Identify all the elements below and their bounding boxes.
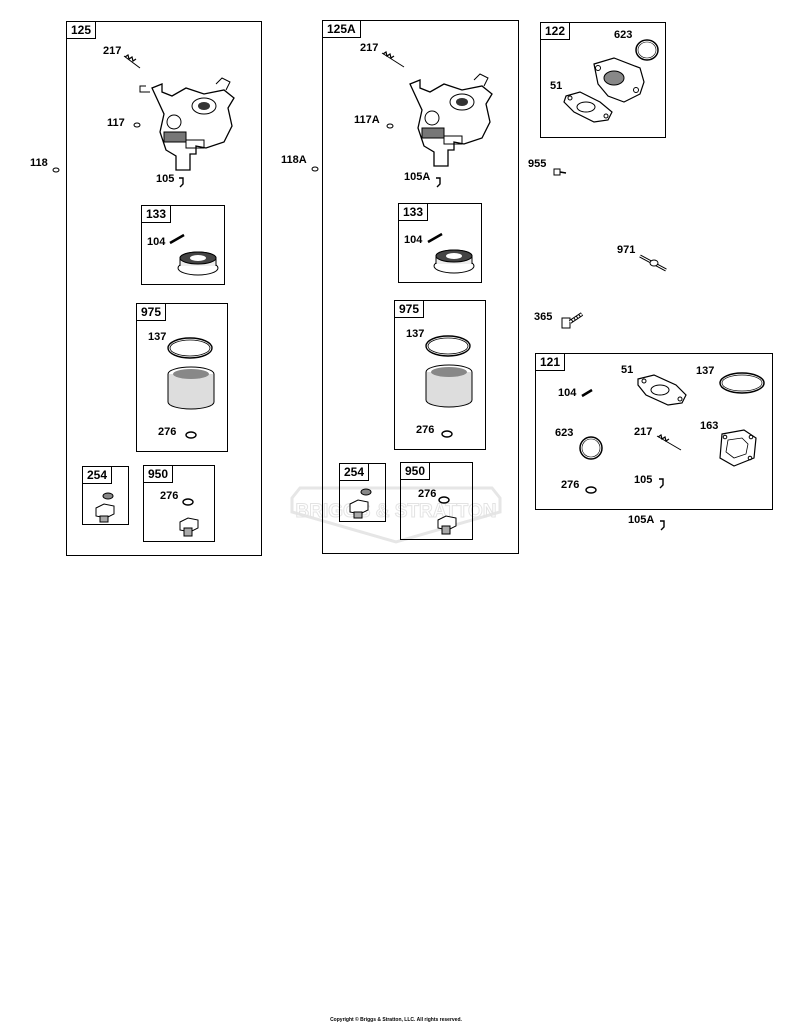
- label-276-kit950: 276: [160, 490, 179, 502]
- carburetor-125A-part: [409, 73, 493, 167]
- kit121-pin-part: [581, 388, 593, 398]
- label-137-125A: 137: [406, 328, 425, 340]
- part-104-pin: [169, 233, 185, 245]
- bowl-screw-125A-part: [349, 488, 372, 519]
- washer-125A-part: [441, 430, 453, 438]
- label-51-kit121: 51: [621, 364, 634, 376]
- o-ring-part: [167, 337, 213, 359]
- kit-122-tag: 122: [540, 22, 571, 40]
- part-117-pin: [133, 122, 141, 128]
- label-623: 623: [614, 29, 633, 41]
- part-365-bolt: [561, 312, 584, 329]
- part-104-125A-pin: [427, 232, 443, 244]
- assembly-125A-tag: 125A: [322, 20, 361, 38]
- kit-950-125A-tag: 950: [400, 462, 431, 480]
- assembly-125-box: 125: [66, 21, 262, 556]
- intake-adapter-part: [593, 57, 645, 103]
- label-104-kit121: 104: [558, 387, 577, 399]
- washer-part: [185, 431, 197, 439]
- kit122-gasket-part: [563, 91, 613, 123]
- part-971-stud: [639, 254, 667, 272]
- part-118A: [311, 166, 319, 172]
- label-118A: 118A: [281, 154, 307, 166]
- part-105A-clip: [436, 177, 441, 188]
- kit121-clip-part: [659, 478, 664, 489]
- part-105A-loose: [660, 520, 665, 531]
- part-117A-pin: [386, 123, 394, 129]
- label-276-125A: 276: [416, 424, 435, 436]
- part-118: [52, 167, 60, 173]
- label-105A: 105A: [404, 171, 431, 183]
- float-bowl-part: [167, 366, 215, 410]
- label-117: 117: [107, 117, 125, 129]
- label-105: 105: [156, 173, 175, 185]
- assembly-125A-box: 125A: [322, 20, 519, 554]
- label-163: 163: [700, 420, 719, 432]
- kit121-gasket-part: [637, 374, 687, 406]
- label-105A-loose: 105A: [628, 514, 655, 526]
- kit-950-125A-box: 950: [400, 462, 473, 540]
- label-365: 365: [534, 311, 553, 323]
- float-125A-part: [433, 249, 475, 274]
- kit-254-tag: 254: [82, 466, 113, 484]
- label-217-kit121: 217: [634, 426, 653, 438]
- float-bowl-125A-part: [425, 364, 473, 408]
- label-217: 217: [103, 45, 122, 57]
- kit-133-125A-tag: 133: [398, 203, 429, 221]
- kit-121-tag: 121: [535, 353, 566, 371]
- part-105-clip: [179, 177, 184, 188]
- label-276-kit950-125A: 276: [418, 488, 437, 500]
- kit950-washer-part: [182, 498, 194, 506]
- label-971: 971: [617, 244, 636, 256]
- kit-121-box: 121: [535, 353, 773, 510]
- label-104-125A: 104: [404, 234, 423, 246]
- idle-screw-spring-125A-part: [381, 51, 405, 68]
- bowl-screw-part: [95, 492, 115, 523]
- label-105-kit121: 105: [634, 474, 653, 486]
- label-118: 118: [30, 157, 48, 169]
- kit-975-box: 975: [136, 303, 228, 452]
- kit-254-125A-box: 254: [339, 463, 386, 522]
- label-117A: 117A: [354, 114, 380, 126]
- carburetor-part: [139, 77, 235, 171]
- kit-133-box: 133: [141, 205, 225, 285]
- label-276: 276: [158, 426, 177, 438]
- kit121-spring-part: [656, 434, 682, 451]
- label-137-kit121: 137: [696, 365, 715, 377]
- copyright-footer: Copyright © Briggs & Stratton, LLC. All …: [330, 1017, 462, 1023]
- label-276-kit121: 276: [561, 479, 580, 491]
- kit121-seal-part: [579, 436, 603, 460]
- kit122-o-ring-part: [635, 39, 659, 61]
- float-part: [177, 251, 219, 276]
- kit-950-box: 950: [143, 465, 215, 542]
- kit-950-tag: 950: [143, 465, 174, 483]
- kit-254-125A-tag: 254: [339, 463, 370, 481]
- part-955-screw: [553, 168, 567, 176]
- label-623-kit121: 623: [555, 427, 574, 439]
- kit121-o-ring-part: [719, 372, 765, 394]
- label-51: 51: [550, 80, 563, 92]
- assembly-125-tag: 125: [66, 21, 97, 39]
- kit-975-125A-tag: 975: [394, 300, 425, 318]
- kit950-screw-part: [179, 517, 199, 537]
- kit121-diaphragm-gasket-part: [719, 429, 757, 467]
- idle-screw-spring-part: [123, 54, 141, 69]
- kit-122-box: 122: [540, 22, 666, 138]
- label-137: 137: [148, 331, 167, 343]
- label-104: 104: [147, 236, 166, 248]
- label-955: 955: [528, 158, 547, 170]
- kit121-washer-part: [585, 486, 597, 494]
- o-ring-125A-part: [425, 335, 471, 357]
- kit-975-tag: 975: [136, 303, 167, 321]
- kit-133-tag: 133: [141, 205, 172, 223]
- kit-254-box: 254: [82, 466, 129, 525]
- kit950-washer-125A-part: [438, 496, 450, 504]
- kit-133-125A-box: 133: [398, 203, 482, 283]
- label-217-125A: 217: [360, 42, 379, 54]
- kit950-screw-125A-part: [437, 515, 457, 535]
- kit-975-125A-box: 975: [394, 300, 486, 450]
